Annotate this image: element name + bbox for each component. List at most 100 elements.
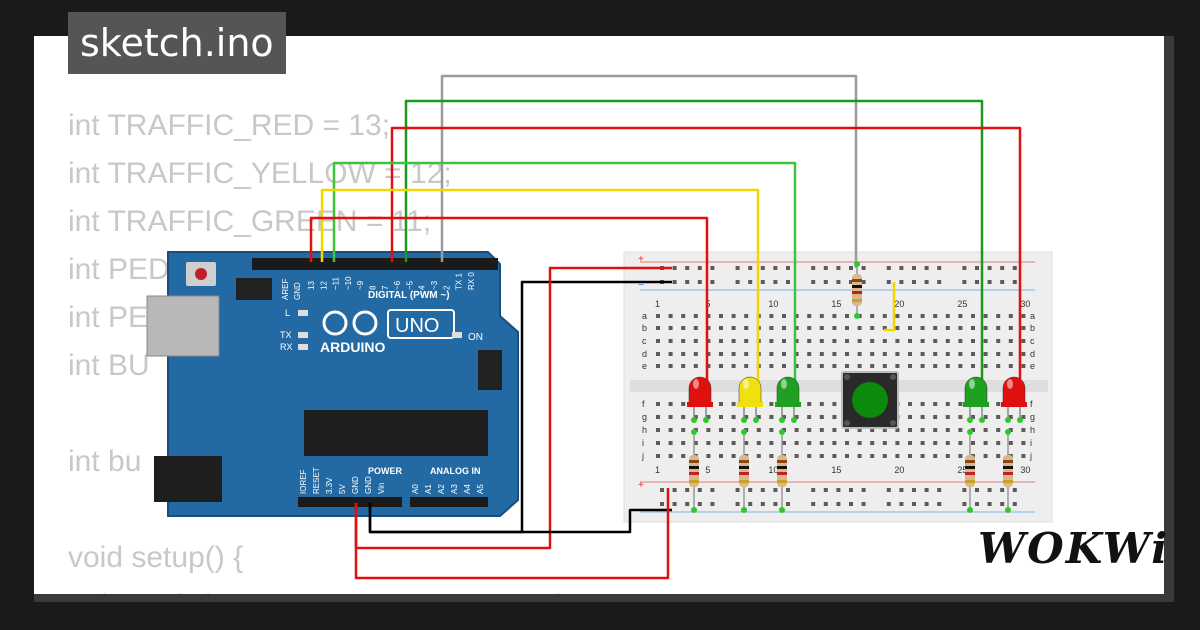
- breadboard-hole[interactable]: [1008, 352, 1013, 356]
- rail-hole[interactable]: [748, 502, 753, 506]
- breadboard-hole[interactable]: [845, 441, 849, 445]
- breadboard-hole[interactable]: [731, 314, 736, 318]
- breadboard-hole[interactable]: [807, 454, 812, 458]
- led-yellow-traffic[interactable]: [737, 376, 763, 423]
- breadboard-hole[interactable]: [731, 454, 736, 458]
- breadboard-hole[interactable]: [895, 428, 900, 432]
- breadboard-hole[interactable]: [920, 454, 925, 458]
- breadboard-hole[interactable]: [832, 415, 837, 419]
- breadboard-hole[interactable]: [857, 364, 862, 368]
- rail-hole[interactable]: [1000, 502, 1005, 506]
- breadboard-hole[interactable]: [719, 454, 723, 458]
- breadboard-hole[interactable]: [693, 339, 698, 343]
- rail-hole[interactable]: [987, 502, 992, 506]
- breadboard-hole[interactable]: [958, 352, 963, 356]
- breadboard-hole[interactable]: [996, 454, 1001, 458]
- breadboard-hole[interactable]: [769, 402, 774, 406]
- breadboard-hole[interactable]: [983, 441, 988, 445]
- rail-hole[interactable]: [861, 280, 866, 284]
- breadboard-hole[interactable]: [769, 326, 774, 330]
- breadboard-hole[interactable]: [845, 454, 849, 458]
- rail-hole[interactable]: [912, 280, 916, 284]
- breadboard-hole[interactable]: [782, 352, 786, 356]
- rail-hole[interactable]: [924, 502, 929, 506]
- breadboard-hole[interactable]: [769, 352, 774, 356]
- breadboard-hole[interactable]: [731, 402, 736, 406]
- breadboard-hole[interactable]: [983, 364, 988, 368]
- breadboard-hole[interactable]: [769, 441, 774, 445]
- breadboard-hole[interactable]: [807, 314, 812, 318]
- breadboard-hole[interactable]: [744, 314, 749, 318]
- rail-hole[interactable]: [975, 488, 979, 492]
- breadboard-hole[interactable]: [996, 415, 1001, 419]
- rail-hole[interactable]: [1000, 266, 1005, 270]
- breadboard-hole[interactable]: [782, 364, 786, 368]
- breadboard-hole[interactable]: [845, 428, 849, 432]
- breadboard-hole[interactable]: [1008, 314, 1013, 318]
- breadboard-hole[interactable]: [731, 352, 736, 356]
- breadboard-hole[interactable]: [882, 352, 887, 356]
- breadboard-hole[interactable]: [706, 454, 711, 458]
- breadboard-hole[interactable]: [719, 402, 723, 406]
- breadboard-hole[interactable]: [819, 415, 824, 419]
- breadboard-hole[interactable]: [794, 454, 799, 458]
- rail-hole[interactable]: [697, 488, 702, 492]
- breadboard-hole[interactable]: [933, 454, 938, 458]
- breadboard-hole[interactable]: [971, 441, 975, 445]
- rail-hole[interactable]: [975, 266, 979, 270]
- breadboard-hole[interactable]: [895, 352, 900, 356]
- rail-hole[interactable]: [823, 266, 828, 270]
- rail-hole[interactable]: [786, 488, 790, 492]
- breadboard-hole[interactable]: [933, 326, 938, 330]
- breadboard-hole[interactable]: [819, 454, 824, 458]
- rail-hole[interactable]: [924, 280, 929, 284]
- breadboard-hole[interactable]: [794, 415, 799, 419]
- rail-hole[interactable]: [1012, 502, 1017, 506]
- breadboard-hole[interactable]: [794, 441, 799, 445]
- rail-hole[interactable]: [660, 488, 664, 492]
- rail-hole[interactable]: [748, 488, 753, 492]
- file-tab[interactable]: sketch.ino: [68, 12, 286, 74]
- rail-hole[interactable]: [811, 488, 816, 492]
- breadboard-hole[interactable]: [744, 352, 749, 356]
- breadboard-hole[interactable]: [756, 415, 761, 419]
- breadboard-hole[interactable]: [1021, 339, 1026, 343]
- breadboard-hole[interactable]: [656, 441, 660, 445]
- breadboard-hole[interactable]: [769, 454, 774, 458]
- rail-hole[interactable]: [710, 280, 715, 284]
- rail-hole[interactable]: [849, 266, 853, 270]
- breadboard-hole[interactable]: [756, 454, 761, 458]
- breadboard-hole[interactable]: [971, 364, 975, 368]
- breadboard-hole[interactable]: [1021, 352, 1026, 356]
- led-green-pedestrian[interactable]: [963, 376, 989, 423]
- breadboard-hole[interactable]: [681, 352, 686, 356]
- breadboard-hole[interactable]: [1021, 454, 1026, 458]
- breadboard-hole[interactable]: [656, 402, 660, 406]
- rail-hole[interactable]: [685, 266, 690, 270]
- rail-hole[interactable]: [937, 502, 942, 506]
- rail-hole[interactable]: [886, 502, 891, 506]
- rail-hole[interactable]: [697, 280, 702, 284]
- breadboard-hole[interactable]: [706, 441, 711, 445]
- breadboard-hole[interactable]: [1008, 364, 1013, 368]
- rail-hole[interactable]: [748, 280, 753, 284]
- rail-hole[interactable]: [710, 266, 715, 270]
- rail-hole[interactable]: [710, 488, 715, 492]
- breadboard-hole[interactable]: [845, 352, 849, 356]
- breadboard-hole[interactable]: [731, 441, 736, 445]
- breadboard-hole[interactable]: [794, 352, 799, 356]
- breadboard-hole[interactable]: [782, 339, 786, 343]
- pushbutton[interactable]: [841, 371, 899, 429]
- breadboard-hole[interactable]: [971, 314, 975, 318]
- breadboard-hole[interactable]: [807, 415, 812, 419]
- breadboard-hole[interactable]: [819, 441, 824, 445]
- breadboard-hole[interactable]: [933, 415, 938, 419]
- rail-hole[interactable]: [786, 266, 790, 270]
- breadboard-hole[interactable]: [857, 326, 862, 330]
- breadboard-hole[interactable]: [933, 364, 938, 368]
- breadboard-hole[interactable]: [857, 428, 862, 432]
- resistor[interactable]: [689, 429, 699, 513]
- breadboard-hole[interactable]: [794, 428, 799, 432]
- breadboard-hole[interactable]: [908, 352, 912, 356]
- breadboard-hole[interactable]: [996, 326, 1001, 330]
